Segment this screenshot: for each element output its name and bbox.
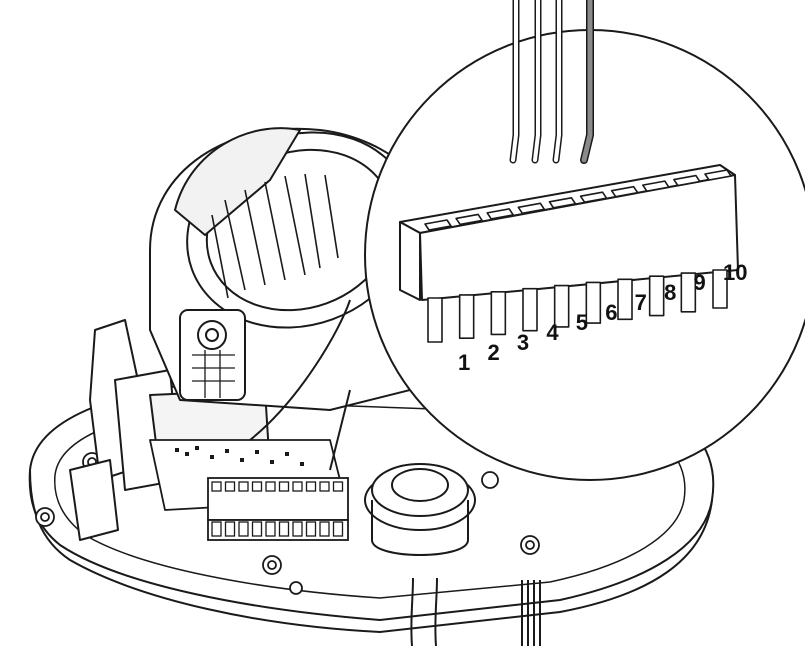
board-terminal-pin [211,521,222,537]
board-terminal-slot [278,481,290,492]
lens-ribs [211,173,339,299]
pin-number-6: 6 [605,300,617,325]
pin-number-4: 4 [546,320,559,345]
magnified-terminal-block [399,164,739,343]
board-terminal-slot [292,481,303,492]
terminal-pin [648,275,665,317]
terminal-pin [680,272,697,313]
board-terminal-slot [251,481,263,492]
exit-cable [410,577,541,646]
board-terminal-block [207,477,349,541]
board-terminal-slot [332,481,344,492]
pin-number-7: 7 [635,290,647,315]
terminal-pin [553,284,570,328]
terminal-pin [458,294,475,340]
terminal-slot [610,185,639,198]
terminal-slot [517,202,546,215]
terminal-slot [486,208,515,220]
terminal-slot [424,219,452,231]
terminal-slot [673,174,701,187]
terminal-pin [617,278,633,321]
board-terminal-pin [278,521,290,537]
terminal-slot [455,213,483,226]
pin-number-1: 1 [458,350,470,375]
board-terminal-slot [319,481,330,492]
pin-number-5: 5 [576,310,588,335]
board-terminal-slot [224,481,236,492]
board-terminal-pin [224,521,236,537]
board-terminal-slot [305,481,317,492]
terminal-pin [712,269,728,309]
cable-gland [364,463,476,556]
terminal-pin [585,281,602,324]
board-terminal-slot [265,481,276,492]
board-terminal-slot [211,481,222,492]
pin-number-8: 8 [664,280,676,305]
terminal-slot [641,180,670,192]
board-terminal-slot [238,481,249,492]
board-terminal-pin [238,521,249,537]
board-terminal-pin [292,521,303,537]
board-terminal-pin [251,521,263,537]
terminal-slot [704,169,732,181]
board-terminal-pin [305,521,317,537]
pin-number-2: 2 [487,340,499,365]
terminal-pin [522,287,538,332]
terminal-pin [427,297,443,343]
terminal-slot [548,196,577,209]
pin-number-3: 3 [517,330,529,355]
terminal-pin [490,290,507,336]
pin-number-9: 9 [694,270,706,295]
pin-number-10: 10 [723,260,747,285]
board-terminal-pin [319,521,330,537]
signal-wires [509,0,594,164]
terminal-slot [579,191,608,204]
board-terminal-pin [332,521,344,537]
board-terminal-pin [265,521,276,537]
